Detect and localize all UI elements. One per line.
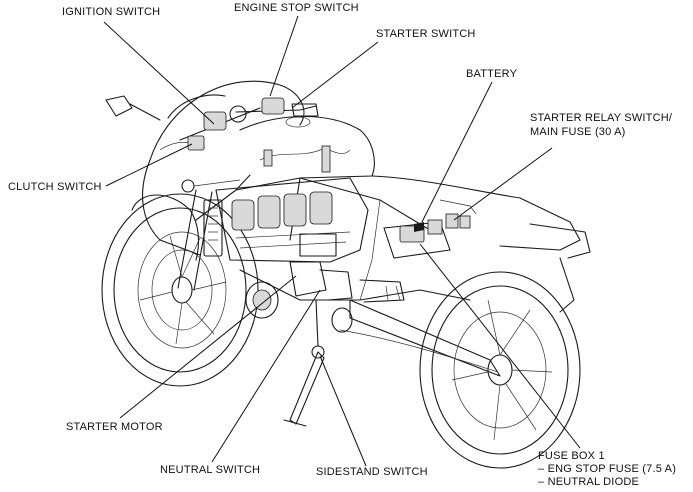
handlebar	[179, 97, 319, 151]
label-starter-switch: STARTER SWITCH	[376, 28, 476, 40]
label-eng-stop-fuse: – ENG STOP FUSE (7.5 A)	[538, 463, 677, 475]
label-clutch-switch: CLUTCH SWITCH	[8, 181, 102, 193]
label-neutral-switch: NEUTRAL SWITCH	[160, 464, 261, 476]
front-wheel	[101, 193, 259, 387]
fuel-tank	[239, 115, 375, 179]
label-starter-relay-switch: STARTER RELAY SWITCH/	[530, 112, 673, 124]
engine	[203, 177, 369, 319]
battery-box	[383, 213, 471, 259]
mirror	[105, 95, 161, 121]
leader-lines	[103, 15, 581, 467]
label-fuse-box: FUSE BOX 1	[538, 450, 605, 462]
label-sidestand-switch: SIDESTAND SWITCH	[316, 466, 428, 478]
swingarm	[331, 299, 501, 377]
label-ignition-switch: IGNITION SWITCH	[62, 6, 161, 18]
label-starter-motor: STARTER MOTOR	[66, 421, 163, 433]
label-main-fuse: MAIN FUSE (30 A)	[530, 126, 626, 138]
label-battery: BATTERY	[466, 68, 518, 80]
fairing	[131, 80, 305, 261]
label-engine-stop-switch: ENGINE STOP SWITCH	[234, 2, 359, 14]
sidestand	[283, 299, 325, 427]
label-neutral-diode: – NEUTRAL DIODE	[538, 476, 640, 488]
tail-section	[371, 175, 591, 313]
rear-wheel	[419, 271, 581, 469]
